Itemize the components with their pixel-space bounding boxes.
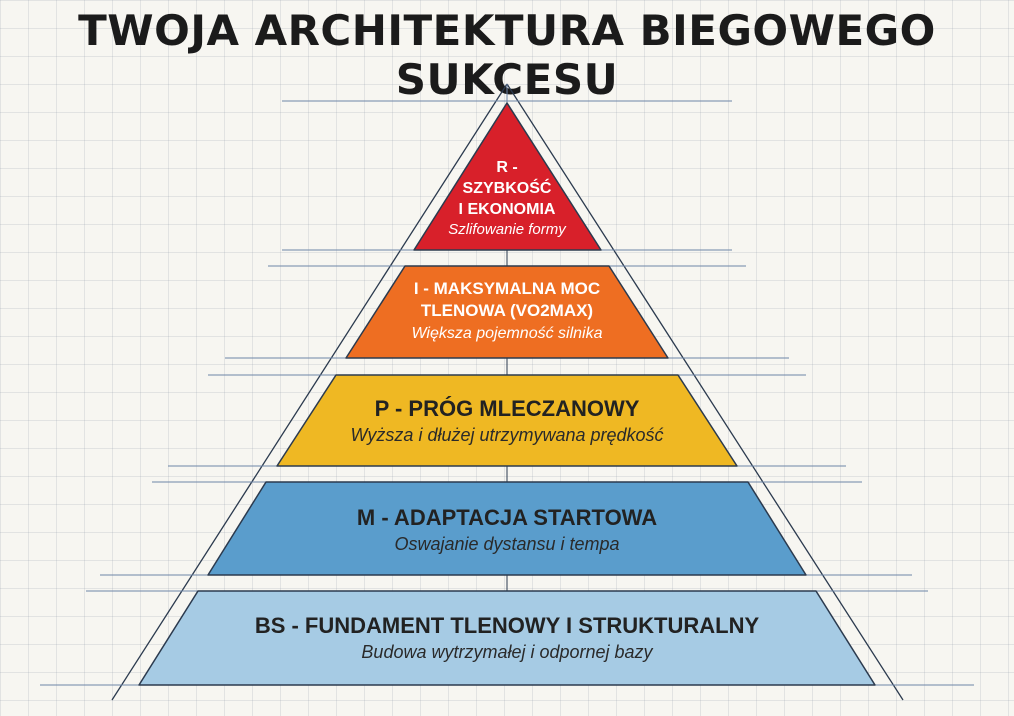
- tier-bs-subtitle: Budowa wytrzymałej i odpornej bazy: [361, 642, 653, 662]
- tier-r-title-line-3: I EKONOMIA: [458, 201, 556, 218]
- tier-bs-title: BS - FUNDAMENT TLENOWY I STRUKTURALNY: [254, 613, 760, 638]
- tier-i-shape: [345, 265, 669, 359]
- tier-i-title-line-2: TLENOWA (VO2MAX): [420, 301, 594, 320]
- tier-p-shape: [276, 374, 738, 467]
- outer-slope-right: [506, 83, 904, 701]
- tier-r-label: R - SZYBKOŚĆ I EKONOMIA Szlifowanie form…: [407, 157, 607, 240]
- tier-m-title: M - ADAPTACJA STARTOWA: [356, 505, 658, 530]
- tier-m-subtitle: Oswajanie dystansu i tempa: [394, 534, 620, 554]
- tier-i-subtitle: Większa pojemność silnika: [411, 325, 603, 342]
- tier-r-subtitle: Szlifowanie formy: [448, 221, 566, 238]
- tier-r-title-line-2: SZYBKOŚĆ: [462, 180, 552, 197]
- tier-bs-shape: [138, 590, 876, 686]
- tier-m-shape: [207, 481, 807, 576]
- tier-r-title-line-1: R -: [496, 159, 518, 176]
- tier-p-title: P - PRÓG MLECZANOWY: [374, 396, 640, 421]
- tier-p-subtitle: Wyższa i dłużej utrzymywana prędkość: [350, 425, 664, 445]
- tier-p-label: P - PRÓG MLECZANOWY Wyższa i dłużej utrz…: [287, 395, 727, 447]
- tier-i-title-line-1: I - MAKSYMALNA MOC: [413, 279, 601, 298]
- diagram-title: TWOJA ARCHITEKTURA BIEGOWEGO SUKCESU: [78, 6, 936, 104]
- outer-slope-left: [111, 83, 508, 701]
- tier-i-label: I - MAKSYMALNA MOC TLENOWA (VO2MAX) Więk…: [357, 278, 657, 346]
- tier-m-label: M - ADAPTACJA STARTOWA Oswajanie dystans…: [237, 504, 777, 556]
- tier-bs-label: BS - FUNDAMENT TLENOWY I STRUKTURALNY Bu…: [177, 612, 837, 664]
